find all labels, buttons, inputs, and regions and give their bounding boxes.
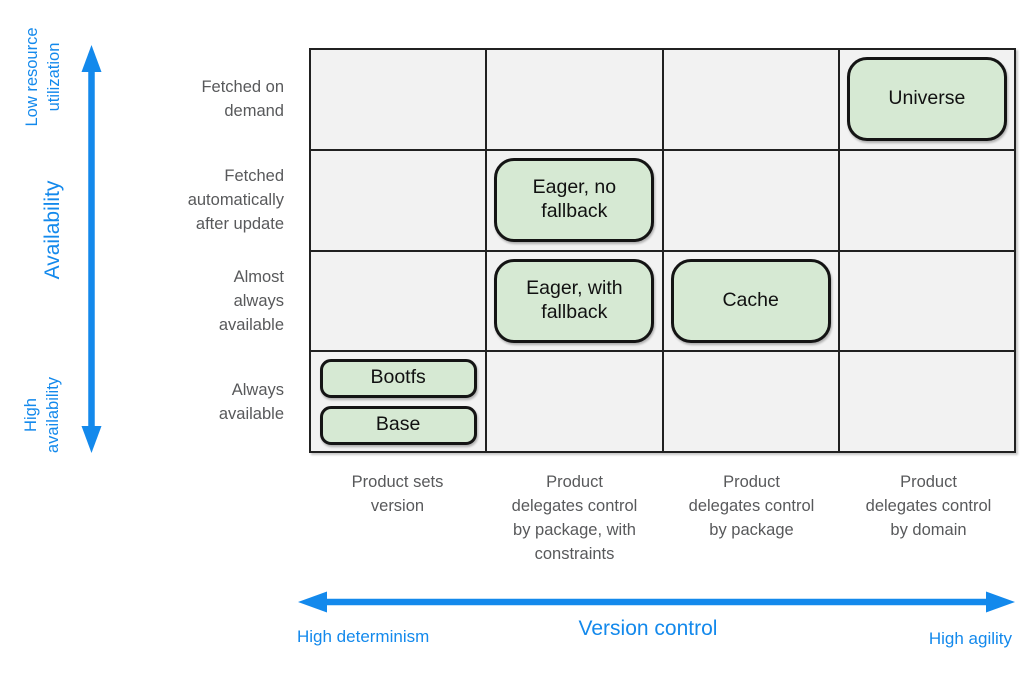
version-control-axis-arrow-icon — [298, 591, 1015, 613]
matrix-cell-r3c2: Eager, with fallback — [486, 250, 663, 352]
column-label-4: Product delegates control by domain — [865, 473, 992, 539]
row-label-4: Always available — [218, 381, 284, 423]
badge-eager-no-fallback: Eager, no fallback — [494, 158, 655, 243]
matrix-cell-r3c3: Cache — [662, 250, 839, 352]
column-label-2: Product delegates control by package, wi… — [511, 473, 638, 563]
badge-base: Base — [319, 405, 477, 445]
matrix-cell-r4c2 — [486, 351, 663, 452]
row-label-1: Fetched on demand — [201, 78, 284, 120]
badge-cache: Cache — [670, 258, 831, 343]
x-axis-right-label: High agility — [928, 629, 1012, 648]
column-label-1: Product sets version — [351, 473, 444, 515]
matrix-cell-r3c1 — [310, 250, 487, 352]
matrix-cell-r1c2 — [486, 49, 663, 150]
matrix-cell-r4c4 — [838, 351, 1015, 452]
availability-axis-arrow-icon — [81, 45, 102, 453]
arrow-head-left — [298, 591, 327, 613]
row-label-2: Fetched automatically after update — [187, 167, 284, 233]
badge-bootfs: Bootfs — [319, 358, 477, 398]
row-label-3: Almost always available — [218, 268, 284, 334]
y-axis-top-label: Low resource utilization — [23, 27, 63, 127]
arrow-head-right — [986, 591, 1015, 613]
arrow-head-up — [81, 45, 102, 72]
matrix-cell-r3c4 — [838, 250, 1015, 352]
arrow-head-down — [81, 426, 102, 453]
column-label-3: Product delegates control by package — [688, 473, 815, 539]
y-axis-title: Availability — [41, 180, 64, 280]
matrix-cell-r1c1 — [310, 49, 487, 150]
badge-eager-with-fallback: Eager, with fallback — [494, 258, 655, 343]
matrix-cell-r4c3 — [662, 351, 839, 452]
matrix-cell-r2c4 — [838, 149, 1015, 251]
x-axis-title: Version control — [578, 617, 718, 640]
y-axis-bottom-label: High availability — [22, 376, 62, 454]
matrix-cell-r2c1 — [310, 149, 487, 251]
matrix-cell-r2c2: Eager, no fallback — [486, 149, 663, 251]
matrix-cell-r2c3 — [662, 149, 839, 251]
matrix-cell-r1c3 — [662, 49, 839, 150]
badge-universe: Universe — [846, 57, 1007, 142]
matrix-cell-r1c4: Universe — [838, 49, 1015, 150]
x-axis-left-label: High determinism — [297, 627, 430, 646]
